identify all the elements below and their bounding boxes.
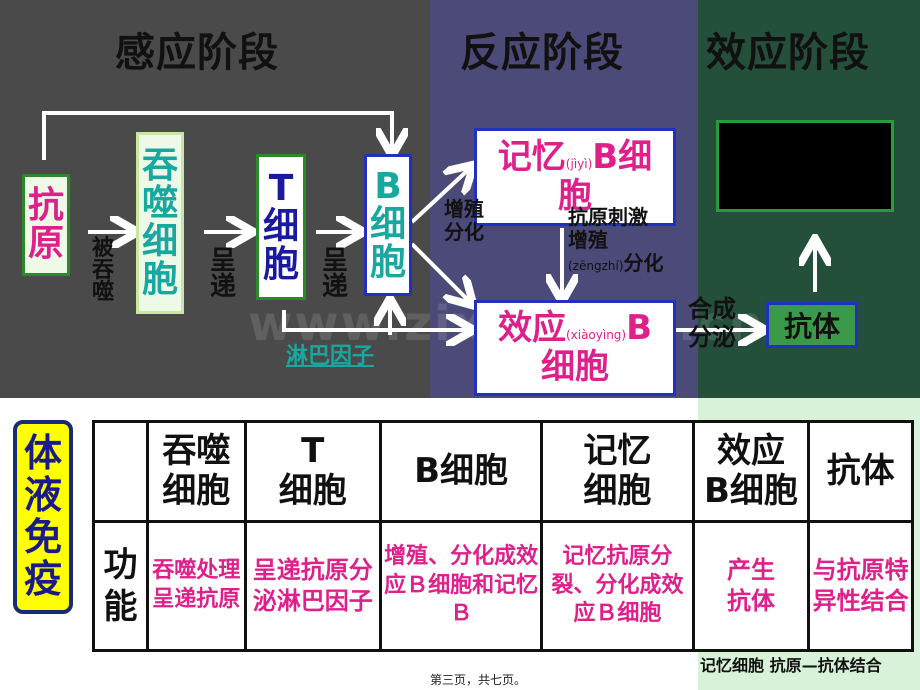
label-line: 合成 <box>688 295 736 323</box>
label-char: 被 <box>92 236 115 261</box>
title-char: 液 <box>23 473 62 518</box>
b-cell-char: B <box>374 166 402 208</box>
memory-b-text: 胞 <box>558 176 592 216</box>
header-text: 吞噬 细胞 <box>162 431 231 511</box>
table-corner-cell <box>92 420 149 523</box>
phagocyte-char: 细 <box>141 221 178 262</box>
label-line: 增殖 <box>444 197 484 221</box>
label-antigen-stimulation: 抗原刺激 增殖 (zēngzhí)分化 <box>568 206 664 275</box>
function-cell: 呈递抗原分泌淋巴因子 <box>243 520 382 652</box>
function-text: 记忆抗原分裂、分化成效应Ｂ细胞 <box>551 544 684 627</box>
header-cell: 效应 B细胞 <box>691 420 811 523</box>
function-text: 呈递抗原分泌淋巴因子 <box>252 555 373 615</box>
label-engulfed: 被 吞 噬 <box>92 238 114 304</box>
row-label-cell: 功 能 <box>92 520 149 652</box>
label-char: 吞 <box>92 258 115 283</box>
table-row: 功 能 吞噬处理呈递抗原 呈递抗原分泌淋巴因子 增殖、分化成效应Ｂ细胞和记忆Ｂ … <box>92 520 914 652</box>
label-line: 分化 <box>444 220 484 244</box>
label-char: 递 <box>322 272 349 302</box>
b-cell-char: 细 <box>369 204 406 246</box>
memory-b-text: 记忆 <box>497 136 566 177</box>
header-cell: 记忆 细胞 <box>540 420 695 523</box>
memory-b-text: B细 <box>592 136 653 177</box>
antibody-box: 抗体 <box>766 302 858 348</box>
label-line: 分化 <box>623 251 664 275</box>
t-cell-char: T <box>268 168 294 210</box>
label-prolif-diff: 增殖 分化 <box>444 198 484 244</box>
header-text: B细胞 <box>414 450 509 491</box>
antigen-char: 抗 <box>27 185 64 227</box>
function-text: 产生抗体 <box>726 555 775 615</box>
table-header-row: 吞噬 细胞 T 细胞 B细胞 记忆 细胞 效应 B细胞 抗体 <box>92 420 914 523</box>
header-text: 抗体 <box>826 450 895 491</box>
t-cell-char: 细 <box>262 206 299 248</box>
stage-title-reaction: 反应阶段 <box>460 30 624 76</box>
label-line: 增殖 <box>568 228 608 252</box>
function-cell: 与抗原特异性结合 <box>807 520 914 652</box>
header-cell: T 细胞 <box>243 420 382 523</box>
phagocyte-char: 吞 <box>141 145 178 187</box>
black-placeholder-box <box>716 120 894 212</box>
title-char: 免 <box>23 515 62 559</box>
function-cell: 吞噬处理呈递抗原 <box>145 520 247 652</box>
lymphokine-label: 淋巴因子 <box>286 344 375 369</box>
label-line: 抗原刺激 <box>568 205 648 229</box>
function-text: 吞噬处理呈递抗原 <box>152 558 241 612</box>
effector-b-cell-box: 效应(xiàoyìng)B 细胞 <box>474 300 676 396</box>
b-cell-box: B 细 胞 <box>364 154 412 296</box>
label-char: 噬 <box>92 280 115 305</box>
function-cell: 产生抗体 <box>691 520 811 652</box>
function-cell: 增殖、分化成效应Ｂ细胞和记忆Ｂ <box>378 520 544 652</box>
label-char: 呈 <box>210 246 237 276</box>
corner-caption: 记忆细胞 抗原—抗体结合 <box>700 656 882 675</box>
page-footer: 第三页，共七页。 <box>430 673 527 687</box>
label-pinyin: (zēngzhí) <box>568 259 624 273</box>
header-text: 效应 B细胞 <box>704 431 798 511</box>
memory-b-pinyin: (jìyì) <box>565 156 593 171</box>
header-cell: 吞噬 细胞 <box>145 420 247 523</box>
function-cell: 记忆抗原分裂、分化成效应Ｂ细胞 <box>540 520 695 652</box>
stage-title-effect: 效应阶段 <box>706 30 870 76</box>
row-label-char: 功 <box>103 544 138 585</box>
effector-b-text: B <box>626 307 653 348</box>
function-text: 增殖、分化成效应Ｂ细胞和记忆Ｂ <box>384 544 539 627</box>
humoral-immunity-title: 体 液 免 疫 <box>13 420 73 614</box>
function-table: 吞噬 细胞 T 细胞 B细胞 记忆 细胞 效应 B细胞 抗体 功 能 吞噬处理呈… <box>92 420 914 652</box>
header-text: T 细胞 <box>278 431 347 511</box>
label-char: 递 <box>210 272 237 302</box>
label-present-2: 呈 递 <box>322 248 348 300</box>
title-char: 体 <box>23 431 62 476</box>
effector-b-text: 效应 <box>497 307 566 348</box>
effector-b-pinyin: (xiàoyìng) <box>565 327 627 342</box>
t-cell-box: T 细 胞 <box>256 154 306 300</box>
effector-b-text: 细胞 <box>541 347 609 387</box>
t-cell-char: 胞 <box>262 243 299 285</box>
antigen-box: 抗 原 <box>22 174 70 276</box>
stage-title-induction: 感应阶段 <box>115 30 279 76</box>
memory-b-cell-box: 记忆(jìyì)B细 胞 <box>474 128 676 226</box>
header-text: 记忆 细胞 <box>583 431 652 511</box>
phagocyte-box: 吞 噬 细 胞 <box>136 132 184 314</box>
antigen-char: 原 <box>27 223 64 264</box>
row-label-char: 能 <box>103 587 138 627</box>
label-char: 呈 <box>322 246 349 276</box>
header-cell: 抗体 <box>807 420 914 523</box>
label-line: 分泌 <box>688 322 736 351</box>
label-synth-secrete: 合成 分泌 <box>688 295 736 351</box>
header-cell: B细胞 <box>378 420 544 523</box>
function-text: 与抗原特异性结合 <box>812 555 909 615</box>
phagocyte-char: 噬 <box>141 183 178 225</box>
b-cell-char: 胞 <box>369 241 406 283</box>
title-char: 疫 <box>23 556 62 601</box>
phagocyte-char: 胞 <box>141 258 178 300</box>
label-present-1: 呈 递 <box>210 248 236 300</box>
